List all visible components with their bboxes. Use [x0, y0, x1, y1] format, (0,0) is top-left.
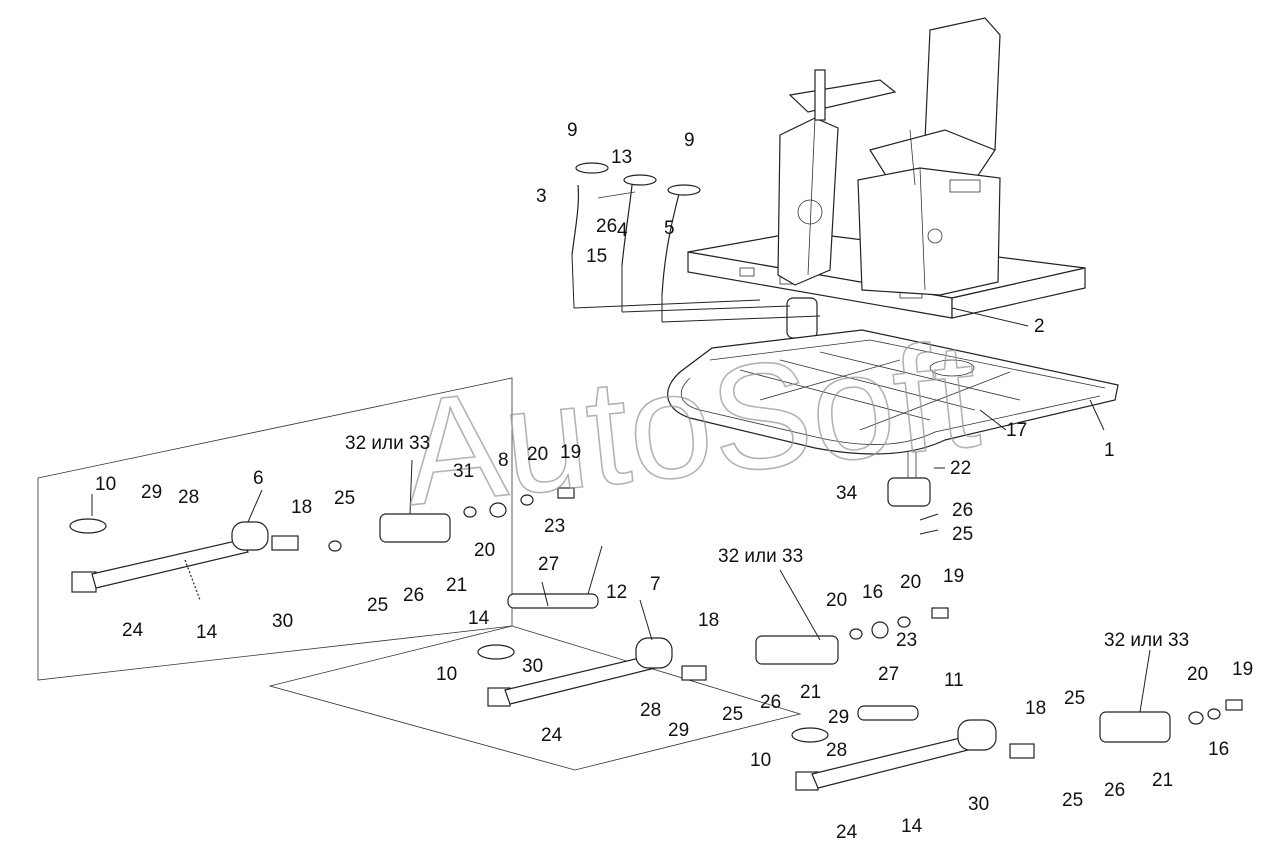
label-27-right: 27 — [878, 664, 899, 685]
label-11: 11 — [944, 670, 964, 691]
lower-middle-group — [268, 607, 949, 771]
label-12: 12 — [606, 582, 627, 603]
label-25-valve: 25 — [952, 524, 973, 545]
label-24-middle: 24 — [541, 725, 563, 746]
label-31: 31 — [453, 461, 474, 482]
driver-seat — [857, 17, 1001, 296]
label-19-left: 19 — [560, 442, 581, 463]
label-1: 1 — [1104, 440, 1115, 461]
label-18-left: 18 — [291, 497, 312, 518]
lower-right-group — [791, 699, 1243, 791]
label-5: 5 — [664, 218, 675, 239]
label-9-left: 9 — [567, 120, 578, 141]
label-8: 8 — [498, 450, 509, 471]
label-10-middle: 10 — [436, 664, 457, 685]
label-18-middle: 18 — [698, 610, 719, 631]
label-25-middle: 25 — [722, 704, 743, 725]
frame-assembly — [667, 329, 1119, 455]
label-7: 7 — [650, 574, 661, 595]
label-24-left: 24 — [122, 620, 144, 641]
label-20-middle-a: 20 — [826, 590, 847, 611]
label-21-middle: 21 — [800, 682, 821, 703]
label-26-right: 26 — [1104, 780, 1125, 801]
label-28-right: 28 — [826, 740, 847, 761]
label-26-valve: 26 — [952, 500, 973, 521]
label-3: 3 — [536, 186, 547, 207]
valve-block — [887, 452, 931, 507]
label-18-right: 18 — [1025, 698, 1046, 719]
label-14-right: 14 — [901, 816, 923, 837]
label-25-right-a: 25 — [1064, 688, 1085, 709]
label-26-pedal: 26 — [596, 216, 617, 237]
label-15: 15 — [586, 246, 607, 267]
pedal-rods — [571, 162, 701, 296]
label-10-left: 10 — [95, 474, 116, 495]
label-23-left: 23 — [544, 516, 565, 537]
label-26-left: 26 — [403, 585, 424, 606]
label-10-right: 10 — [750, 750, 771, 771]
lower-left-group — [37, 377, 599, 681]
label-21-right: 21 — [1152, 770, 1173, 791]
label-20-right: 20 — [1187, 664, 1208, 685]
label-32-33-middle: 32 или 33 — [718, 546, 803, 567]
label-13: 13 — [611, 147, 632, 168]
leader-lines — [91, 254, 1151, 713]
label-17: 17 — [1006, 420, 1027, 441]
label-2: 2 — [1034, 316, 1045, 337]
label-14-left: 14 — [196, 622, 218, 643]
label-30-middle: 30 — [522, 656, 543, 677]
label-29-left: 29 — [141, 482, 162, 503]
label-27-left: 27 — [538, 554, 559, 575]
label-30-right: 30 — [968, 794, 989, 815]
part-labels: 1 2 3 4 5 6 7 8 9 9 10 10 10 11 12 13 14… — [95, 120, 1253, 843]
label-29-middle: 29 — [668, 720, 689, 741]
label-21-left: 21 — [446, 575, 467, 596]
label-16-right: 16 — [1208, 739, 1229, 760]
label-9-right: 9 — [684, 130, 695, 151]
label-23-right: 23 — [896, 630, 917, 651]
label-30-left: 30 — [272, 611, 293, 632]
label-20-middle-b: 20 — [900, 572, 921, 593]
label-25-right-b: 25 — [1062, 790, 1083, 811]
label-28-middle: 28 — [640, 700, 661, 721]
label-20-upper: 20 — [527, 444, 548, 465]
label-32-33-right: 32 или 33 — [1104, 630, 1189, 651]
label-14-middle: 14 — [468, 608, 490, 629]
label-34: 34 — [836, 483, 858, 504]
label-20-lower: 20 — [474, 540, 495, 561]
label-29-right: 29 — [828, 707, 849, 728]
label-32-33-left: 32 или 33 — [345, 433, 430, 454]
label-19-right: 19 — [1232, 659, 1253, 680]
label-26-middle: 26 — [760, 692, 781, 713]
label-19-middle: 19 — [943, 566, 964, 587]
label-16-middle: 16 — [862, 582, 883, 603]
label-22: 22 — [950, 458, 971, 479]
label-25-lower: 25 — [367, 595, 388, 616]
label-4: 4 — [617, 220, 628, 241]
label-6-left: 6 — [253, 468, 264, 489]
steering-column — [777, 69, 897, 339]
label-28-left: 28 — [178, 487, 199, 508]
label-25-upper: 25 — [334, 488, 355, 509]
label-24-right: 24 — [836, 822, 858, 843]
